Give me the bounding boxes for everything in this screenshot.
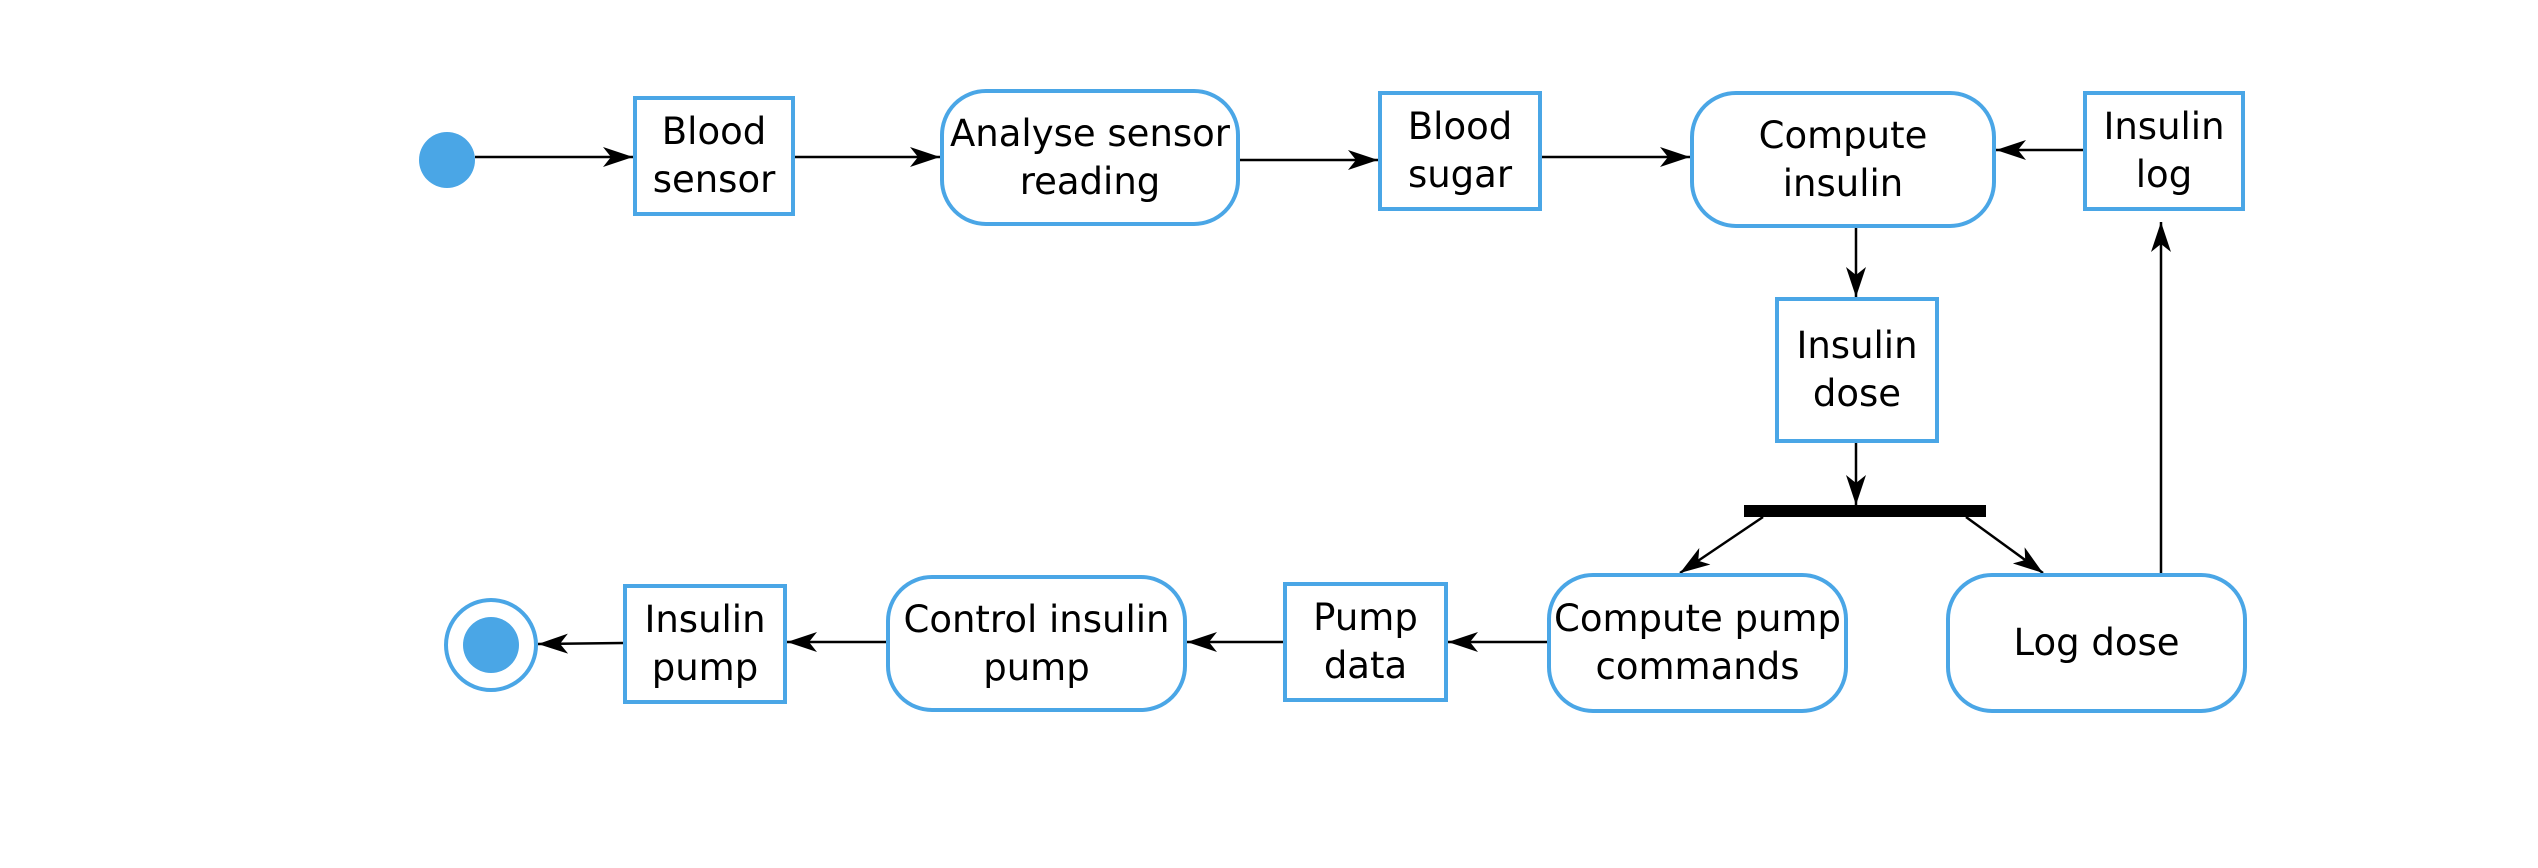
- control-insulin-pump-activity: Control insulin pump: [886, 575, 1187, 712]
- compute-pump-commands-activity: Compute pump commands: [1547, 573, 1848, 713]
- pump-data-object: Pump data: [1283, 582, 1448, 702]
- compute-insulin-activity: Compute insulin: [1690, 91, 1996, 228]
- log-dose-activity: Log dose: [1946, 573, 2247, 713]
- blood-sugar-object: Blood sugar: [1378, 91, 1542, 211]
- edge-fork-to-compute-pump-commands: [1679, 515, 1764, 575]
- insulin-dose-object: Insulin dose: [1775, 297, 1939, 443]
- initial-node: [419, 132, 475, 188]
- insulin-pump-object: Insulin pump: [623, 584, 787, 704]
- fork-bar: [1744, 505, 1986, 517]
- analyse-sensor-reading-activity: Analyse sensor reading: [940, 89, 1240, 226]
- blood-sensor-object: Blood sensor: [633, 96, 795, 216]
- insulin-log-object: Insulin log: [2083, 91, 2245, 211]
- edge-fork-to-log-dose: [1965, 515, 2044, 575]
- final-node: [463, 617, 519, 673]
- edge-insulin-pump-to-final: [537, 633, 624, 654]
